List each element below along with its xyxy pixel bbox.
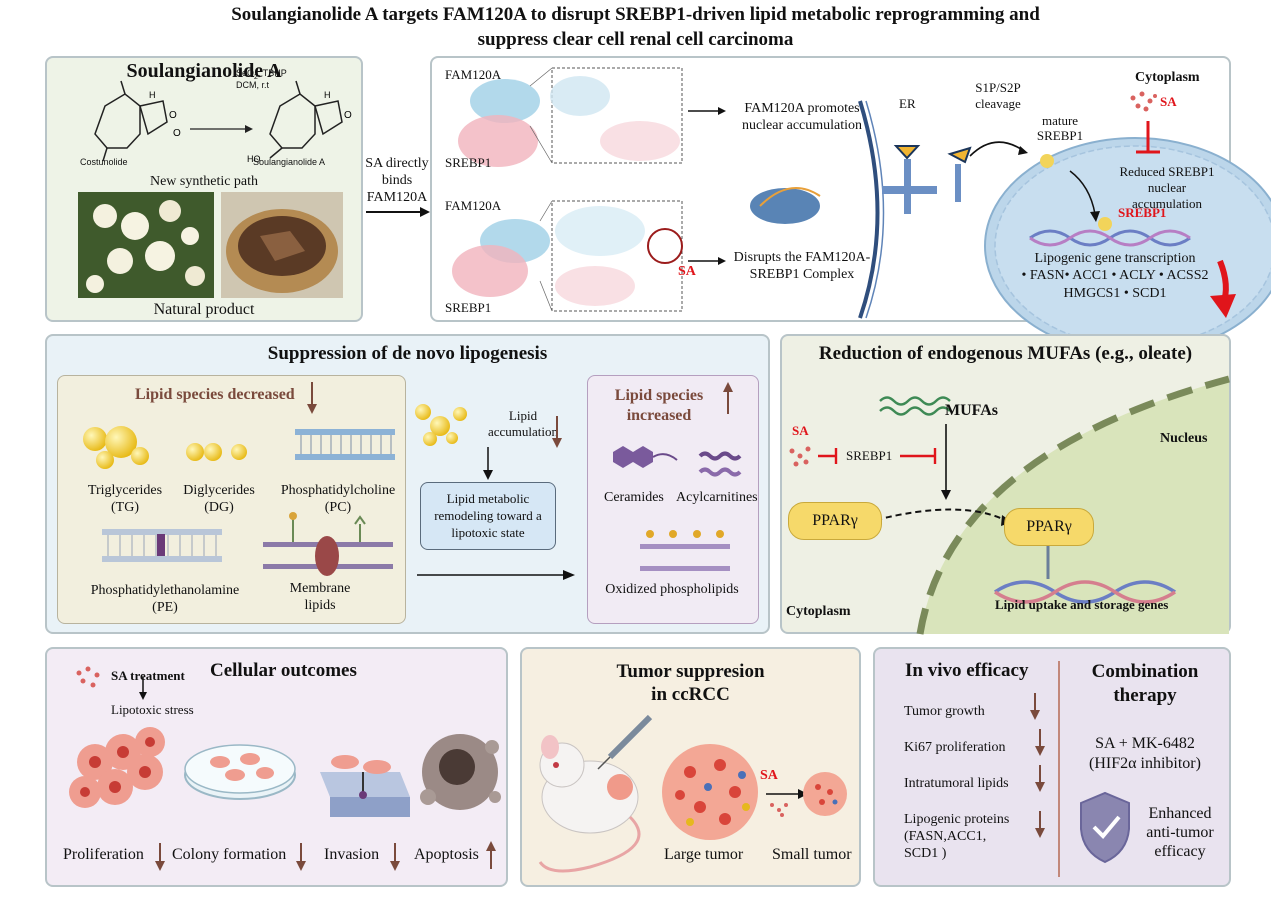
decreased-box <box>57 375 406 624</box>
ppar-gamma-nucleus: PPARγ <box>1004 508 1094 546</box>
large-tumor-label: Large tumor <box>664 846 744 863</box>
srebp1-top-label: SREBP1 <box>445 155 492 170</box>
reagents-line2: DCM, r.t <box>236 80 269 90</box>
svg-text:HO: HO <box>247 154 261 164</box>
increased-box <box>587 375 759 624</box>
sa-binding-label: SA <box>678 264 696 279</box>
lipotoxic-stress-label: Lipotoxic stress <box>111 702 194 717</box>
gene-list-1: • FASN• ACC1 • ACLY • ACSS2 <box>1021 268 1209 283</box>
oxidized-label: Oxidized phospholipids <box>605 582 739 597</box>
outcomes-title: Cellular outcomes <box>210 660 357 681</box>
srebp1-bottom-label: SREBP1 <box>445 300 492 315</box>
proliferation-label: Proliferation <box>63 846 144 863</box>
figure-title-line2: suppress clear cell renal cell carcinoma <box>477 29 794 50</box>
svg-text:H: H <box>324 90 331 100</box>
fam120a-bottom-label: FAM120A <box>445 198 502 213</box>
small-tumor-label: Small tumor <box>772 846 852 863</box>
gene-list-2: HMGCS1 • SCD1 <box>1063 286 1167 301</box>
srebp1-nuclear-label: SREBP1 <box>1118 205 1167 220</box>
outcomes-graphics <box>69 666 501 871</box>
decreased-title: Lipid species decreased <box>135 386 295 403</box>
mufas-label: MUFAs <box>945 402 999 419</box>
product-label: Soulangianolide A <box>253 157 326 167</box>
sa-cell-label: SA <box>1160 94 1177 109</box>
apoptosis-label: Apoptosis <box>414 846 479 863</box>
disrupts-text: Disrupts the FAM120A-SREBP1 Complex <box>733 250 871 282</box>
svg-text:O: O <box>344 110 352 121</box>
svg-text:H: H <box>149 90 156 100</box>
tg-label: Triglycerides(TG) <box>87 483 163 515</box>
ceramides-label: Ceramides <box>604 490 664 505</box>
svg-text:O: O <box>173 128 181 139</box>
natural-product-label: Natural product <box>153 301 255 318</box>
reagents-line1: SeO2, TBHP <box>236 68 287 81</box>
lipid-uptake-label: Lipid uptake and storage genes <box>995 597 1169 612</box>
synthesis-scheme: H O O H O HO <box>78 80 352 298</box>
invasion-label: Invasion <box>324 846 380 863</box>
efficacy-panel <box>873 647 1231 887</box>
srebp1-mufa-label: SREBP1 <box>846 448 893 463</box>
lipogenesis-title: Suppression of de novo lipogenesis <box>267 343 548 364</box>
synthetic-path-label: New synthetic path <box>149 174 259 189</box>
efficacy-graphics <box>1030 661 1130 877</box>
sa-tumor-label: SA <box>760 768 778 783</box>
tumor-graphics <box>538 714 847 873</box>
costunolide-label: Costunolide <box>80 157 128 167</box>
nucleus-label: Nucleus <box>1160 431 1208 446</box>
er-label: ER <box>899 96 916 111</box>
intratumoral-lipids-label: Intratumoral lipids <box>904 776 1009 791</box>
synthesis-title: Soulangianolide A <box>126 60 282 82</box>
sa-treatment-label: SA treatment <box>111 668 185 683</box>
fam120a-top-label: FAM120A <box>445 67 502 82</box>
tumor-growth-label: Tumor growth <box>904 704 985 719</box>
drug-combo-label: SA + MK-6482(HIF2α inhibitor) <box>1089 735 1201 772</box>
lipogenic-proteins-label: Lipogenic proteins(FASN,ACC1,SCD1 ) <box>904 812 1010 861</box>
dg-label: Diglycerides(DG) <box>183 483 255 515</box>
lipogenesis-graphics <box>83 382 742 580</box>
mufa-title: Reduction of endogenous MUFAs (e.g., ole… <box>818 343 1193 364</box>
colony-formation-label: Colony formation <box>172 846 287 863</box>
pc-label: Phosphatidylcholine(PC) <box>280 483 396 515</box>
sa-mufa-label: SA <box>792 423 809 438</box>
efficacy-title: In vivo efficacy <box>905 660 1029 681</box>
binding-arrow <box>366 207 430 217</box>
cytoplasm-label-mufa: Cytoplasm <box>786 604 851 619</box>
lipogenic-label: Lipogenic gene transcription <box>1034 251 1196 266</box>
cytoplasm-label-top: Cytoplasm <box>1135 70 1200 85</box>
figure-title-line1: Soulangianolide A targets FAM120A to dis… <box>231 4 1040 25</box>
svg-text:O: O <box>169 110 177 121</box>
ppar-gamma-cytoplasm: PPARγ <box>788 502 882 540</box>
mechanism-graphics <box>452 67 1271 355</box>
ki67-label: Ki67 proliferation <box>904 740 1006 755</box>
pe-label: Phosphatidylethanolamine(PE) <box>90 583 240 615</box>
mufa-graphics <box>789 375 1230 635</box>
acylcarnitines-label: Acylcarnitines <box>676 490 758 505</box>
